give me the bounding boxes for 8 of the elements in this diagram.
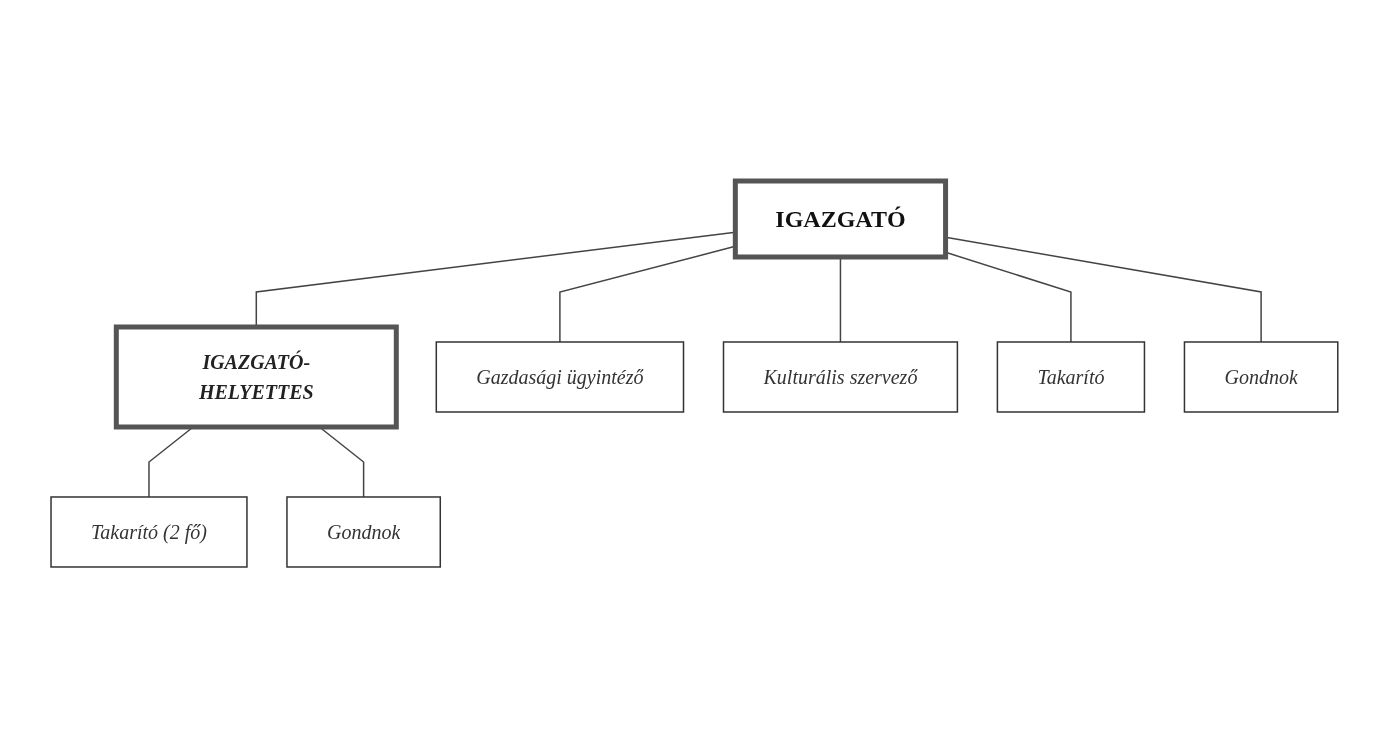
node-box: Gondnok: [285, 496, 441, 568]
node-box: Kulturális szervező: [722, 341, 958, 413]
node-box: Gazdasági ügyintéző: [435, 341, 684, 413]
node-box: Takarító: [996, 341, 1145, 413]
node-box: Takarító (2 fő): [49, 496, 248, 568]
node-box: IGAZGATÓ-HELYETTES: [113, 324, 399, 430]
node-box: IGAZGATÓ: [732, 178, 948, 260]
node-box: Gondnok: [1183, 341, 1339, 413]
